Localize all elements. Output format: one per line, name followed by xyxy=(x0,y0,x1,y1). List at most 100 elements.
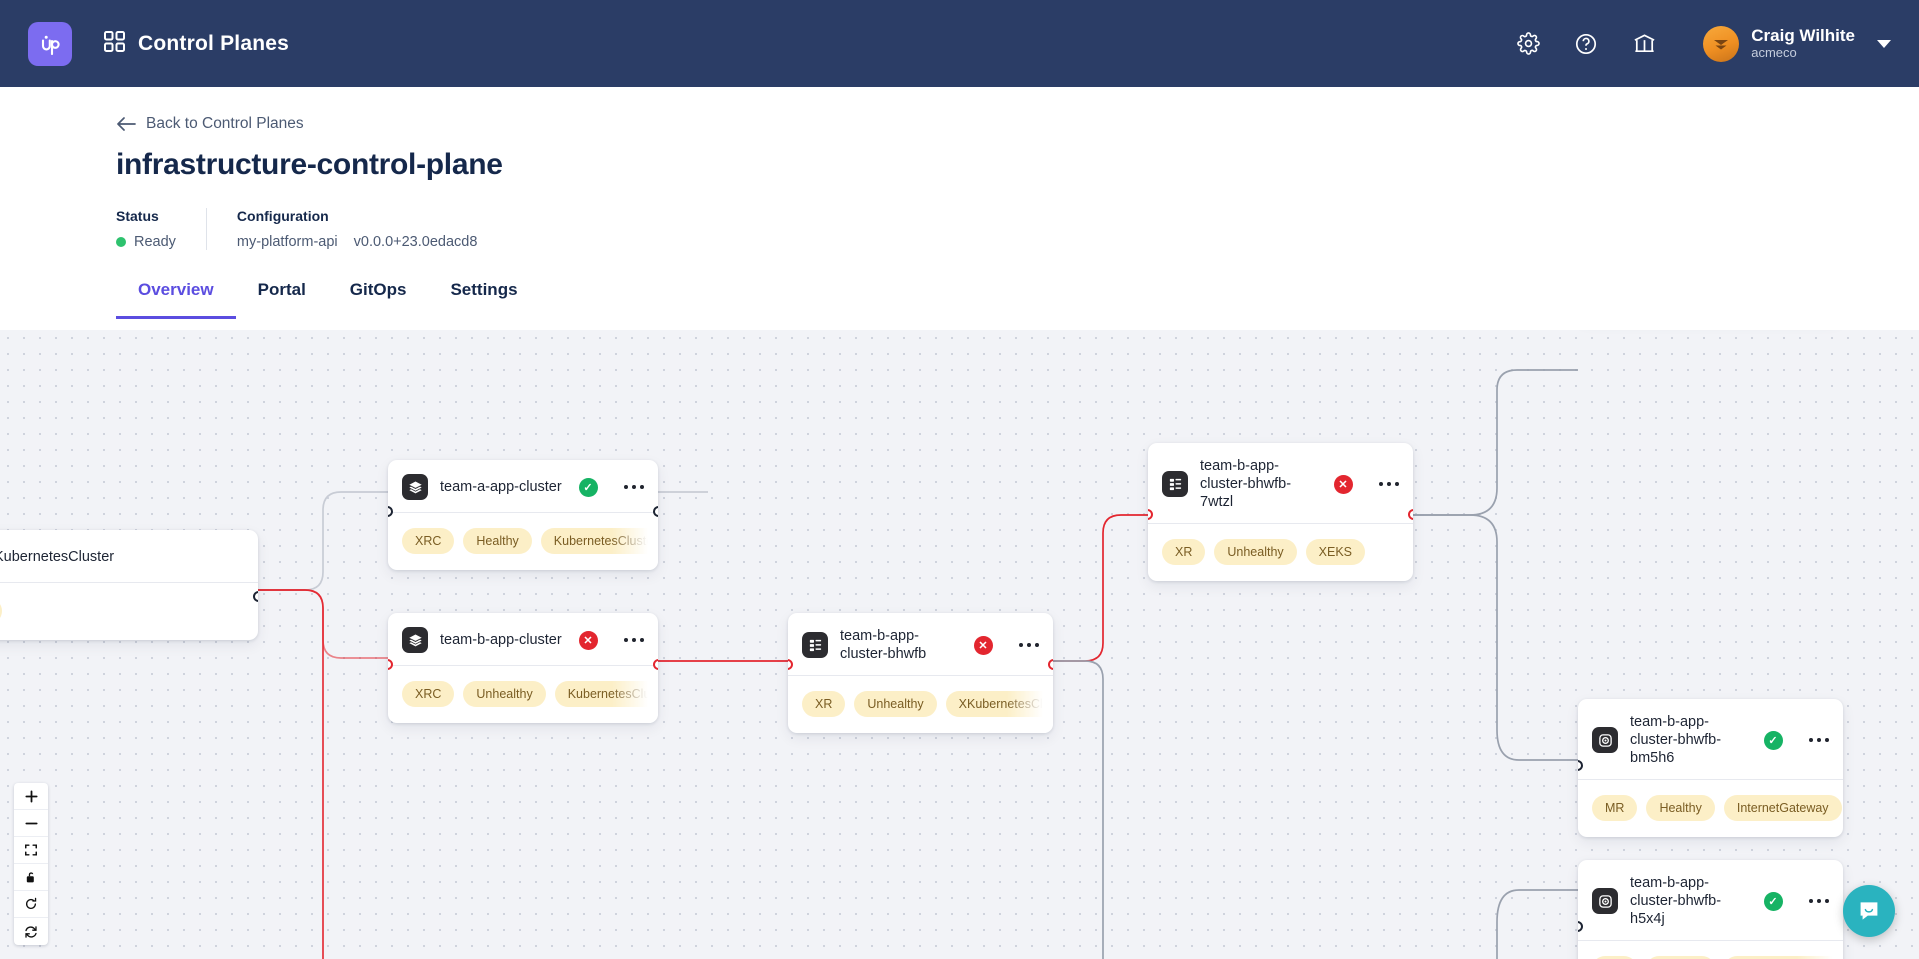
node-tags: MR Healthy InternetGateway xyxy=(1578,780,1843,837)
status-badge-healthy: ✓ xyxy=(1763,891,1783,911)
node-divider xyxy=(1148,523,1413,525)
node-header: KubernetesCluster xyxy=(0,530,258,582)
composite-resource-icon xyxy=(802,632,828,659)
marketplace-icon[interactable] xyxy=(1627,27,1661,61)
tab-settings[interactable]: Settings xyxy=(450,280,518,299)
control-planes-nav-group[interactable]: Control Planes xyxy=(104,30,289,57)
zoom-out-button[interactable] xyxy=(14,810,48,837)
node-tag: API xyxy=(0,598,3,624)
node-handle-left[interactable] xyxy=(1578,921,1583,932)
status-badge-healthy: ✓ xyxy=(1763,730,1783,750)
avatar xyxy=(1703,25,1740,62)
page-header: Back to Control Planes infrastructure-co… xyxy=(0,87,1919,250)
tab-portal[interactable]: Portal xyxy=(257,280,306,299)
auto-sync-button[interactable] xyxy=(14,918,48,945)
node-divider xyxy=(1578,940,1843,942)
layers-icon xyxy=(402,627,428,653)
node-handle-left[interactable] xyxy=(388,659,393,670)
node-handle-right[interactable] xyxy=(653,506,658,517)
configuration-block: Configuration my-platform-api v0.0.0+23.… xyxy=(205,208,507,250)
up-logo-icon[interactable] xyxy=(28,21,72,66)
node-handle-right[interactable] xyxy=(253,591,258,602)
node-header: team-b-app-cluster-bhwfb-bm5h6 ✓ xyxy=(1578,699,1843,779)
graph-node-kubernetes-cluster[interactable]: KubernetesCluster API xyxy=(0,530,258,640)
managed-resource-icon xyxy=(1592,727,1618,754)
node-header: team-b-app-cluster ✕ xyxy=(388,613,658,665)
configuration-label: Configuration xyxy=(236,208,329,224)
node-menu-button[interactable] xyxy=(623,484,644,490)
node-tags: XRC Unhealthy KubernetesCluster xyxy=(388,666,658,723)
node-tags: API xyxy=(0,583,258,640)
chat-bubble-icon[interactable] xyxy=(1843,885,1895,937)
node-handle-right[interactable] xyxy=(653,659,658,670)
up-logo-glyph xyxy=(41,35,60,55)
graph-node-team-b-app-cluster[interactable]: team-b-app-cluster ✕ XRC Unhealthy Kuber… xyxy=(388,613,658,723)
graph-node-team-b-app-cluster-bhwfb-bm5h6[interactable]: team-b-app-cluster-bhwfb-bm5h6 ✓ MR Heal… xyxy=(1578,699,1843,838)
node-handle-left[interactable] xyxy=(1148,509,1153,520)
node-handle-left[interactable] xyxy=(388,506,393,517)
grid-icon xyxy=(104,30,125,57)
node-tag: XR xyxy=(802,691,846,718)
node-title: team-a-app-cluster xyxy=(440,478,562,495)
node-handle-right[interactable] xyxy=(1048,659,1053,670)
node-tag: Unhealthy xyxy=(1214,539,1297,566)
node-tag: Healthy xyxy=(1646,795,1715,822)
fit-view-button[interactable] xyxy=(14,837,48,864)
resource-graph-canvas[interactable]: KubernetesCluster API team-a-app-cluster… xyxy=(0,330,1919,959)
node-header: team-b-app-cluster-bhwfb-h5x4j ✓ xyxy=(1578,860,1843,940)
tab-bar: Overview Portal GitOps Settings xyxy=(0,280,1919,319)
node-tag: KubernetesCluster xyxy=(554,681,658,707)
question-circle-icon[interactable] xyxy=(1569,27,1603,61)
node-title: KubernetesCluster xyxy=(0,548,115,565)
back-to-control-planes-link[interactable]: Back to Control Planes xyxy=(116,115,304,133)
zoom-in-button[interactable] xyxy=(14,783,48,810)
status-badge-unhealthy: ✕ xyxy=(1333,474,1353,494)
node-header: team-b-app-cluster-bhwfb ✕ xyxy=(788,613,1053,675)
status-dot-icon xyxy=(116,237,126,247)
layers-icon xyxy=(402,474,428,500)
status-badge-unhealthy: ✕ xyxy=(578,630,598,650)
nav-title: Control Planes xyxy=(138,31,289,55)
node-tag: MR xyxy=(1592,795,1638,822)
node-header: team-b-app-cluster-bhwfb-7wtzl ✕ xyxy=(1148,443,1413,523)
reset-button[interactable] xyxy=(14,891,48,918)
graph-edges xyxy=(258,369,1578,959)
node-menu-button[interactable] xyxy=(1808,737,1829,743)
lock-toggle-button[interactable] xyxy=(14,864,48,891)
node-tag: MR xyxy=(1592,956,1638,959)
chevron-down-icon[interactable] xyxy=(1877,39,1891,48)
node-divider xyxy=(388,665,658,666)
tab-overview[interactable]: Overview xyxy=(116,280,236,319)
page-meta: Status Ready Configuration my-platform-a… xyxy=(116,208,1919,250)
node-handle-left[interactable] xyxy=(788,659,793,670)
node-title: team-b-app-cluster-bhwfb-h5x4j xyxy=(1630,875,1722,928)
graph-node-team-b-app-cluster-bhwfb-7wtzl[interactable]: team-b-app-cluster-bhwfb-7wtzl ✕ XR Unhe… xyxy=(1148,443,1413,582)
node-menu-button[interactable] xyxy=(1378,481,1399,487)
node-tag: Unhealthy xyxy=(854,691,937,718)
back-link-label: Back to Control Planes xyxy=(146,115,304,132)
user-name: Craig Wilhite xyxy=(1751,26,1855,46)
graph-node-team-a-app-cluster[interactable]: team-a-app-cluster ✓ XRC Healthy Kuberne… xyxy=(388,460,658,570)
node-tags: XRC Healthy KubernetesCluster xyxy=(388,513,658,570)
user-menu[interactable]: Craig Wilhite acmeco xyxy=(1703,25,1891,62)
node-divider xyxy=(788,675,1053,677)
tab-gitops[interactable]: GitOps xyxy=(349,280,407,299)
node-menu-button[interactable] xyxy=(623,637,644,643)
graph-node-team-b-app-cluster-bhwfb-h5x4j[interactable]: team-b-app-cluster-bhwfb-h5x4j ✓ MR Heal… xyxy=(1578,860,1843,959)
node-menu-button[interactable] xyxy=(1018,642,1039,648)
node-tags: XR Unhealthy XEKS xyxy=(1148,524,1413,581)
node-tags: XR Unhealthy XKubernetesCluster xyxy=(788,676,1053,734)
configuration-value-row: my-platform-api v0.0.0+23.0edacd8 xyxy=(237,234,477,250)
status-value-row: Ready xyxy=(116,234,176,250)
configuration-name: my-platform-api xyxy=(236,234,338,250)
gear-icon[interactable] xyxy=(1511,27,1545,61)
node-handle-right[interactable] xyxy=(1408,509,1413,520)
node-tag: Healthy xyxy=(463,528,532,554)
node-menu-button[interactable] xyxy=(1808,898,1829,904)
node-handle-left[interactable] xyxy=(1578,760,1583,771)
status-badge-unhealthy: ✕ xyxy=(973,635,993,655)
node-tag: XEKS xyxy=(1305,539,1366,566)
status-badge-healthy: ✓ xyxy=(578,477,598,497)
graph-node-team-b-app-cluster-bhwfb[interactable]: team-b-app-cluster-bhwfb ✕ XR Unhealthy … xyxy=(788,613,1053,734)
node-title: team-b-app-cluster-bhwfb xyxy=(840,628,927,663)
